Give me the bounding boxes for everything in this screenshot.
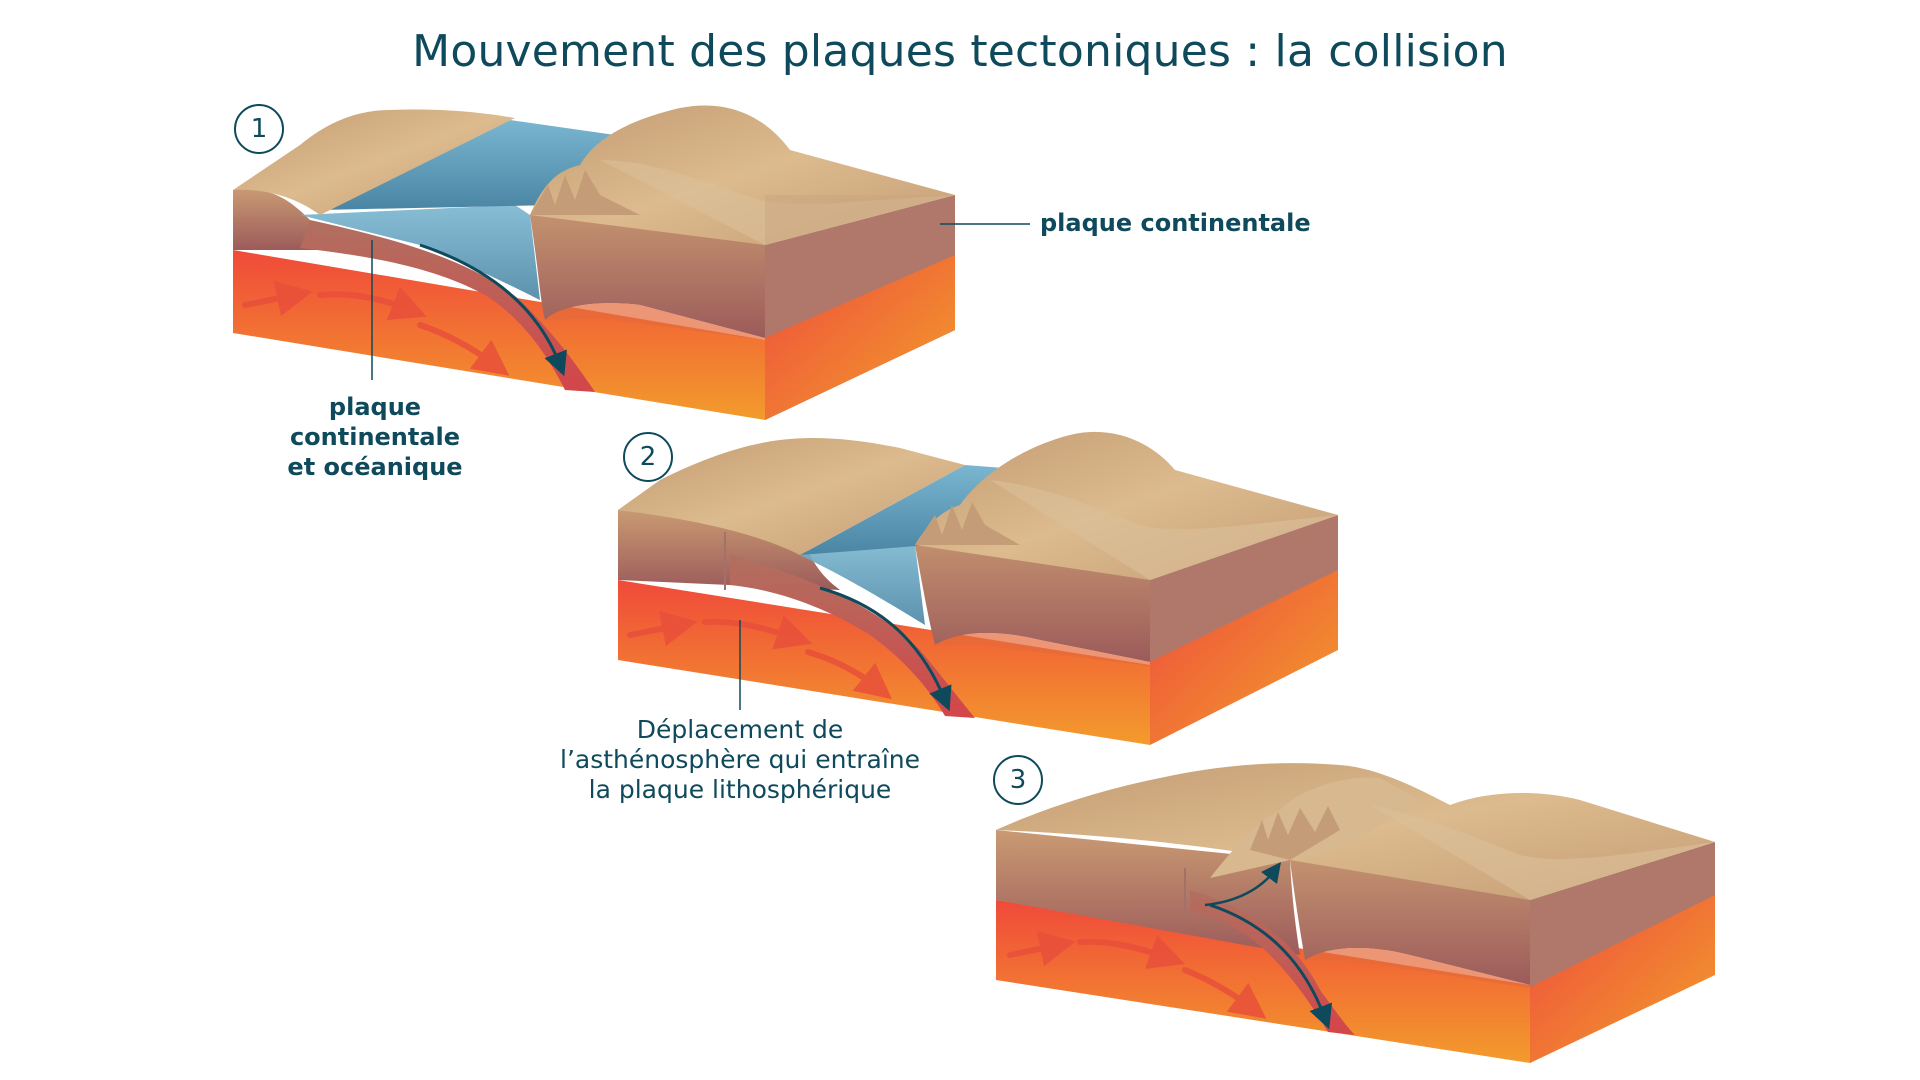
- page-title: Mouvement des plaques tectoniques : la c…: [412, 26, 1508, 77]
- label-line: et océanique: [287, 453, 463, 481]
- red-flow-arrow: [1007, 931, 1076, 967]
- label-line: plaque continentale: [289, 393, 461, 451]
- red-flow-arrow: [317, 286, 427, 321]
- dark-curved-arrow: [1204, 862, 1282, 907]
- red-flow-arrow: [702, 615, 813, 650]
- dark-curved-arrow: [819, 586, 952, 712]
- red-flow-arrow: [627, 610, 698, 647]
- label-continental-oceanic: plaque continentale et océanique: [240, 392, 510, 482]
- red-flow-arrow: [805, 649, 893, 700]
- red-flow-arrow: [417, 322, 510, 376]
- label-asthenosphere: Déplacement de l’asthénosphère qui entra…: [560, 715, 920, 805]
- block-3: [996, 763, 1715, 1063]
- block-2: [618, 431, 1338, 745]
- red-flow-arrow: [242, 280, 313, 317]
- label-continental-plate: plaque continentale: [1040, 209, 1311, 237]
- label-line: l’asthénosphère qui entraîne: [560, 745, 920, 774]
- label-line: Déplacement de: [636, 715, 844, 744]
- block-1: [233, 105, 955, 420]
- dark-curved-arrow: [1209, 903, 1332, 1030]
- red-flow-arrow: [1182, 967, 1267, 1019]
- label-line: la plaque lithosphérique: [588, 775, 892, 804]
- step-number-1: 1: [234, 104, 284, 154]
- dark-curved-arrow: [419, 243, 567, 377]
- step-number-3: 3: [993, 755, 1043, 805]
- red-flow-arrow: [1077, 934, 1185, 969]
- step-number-2: 2: [623, 432, 673, 482]
